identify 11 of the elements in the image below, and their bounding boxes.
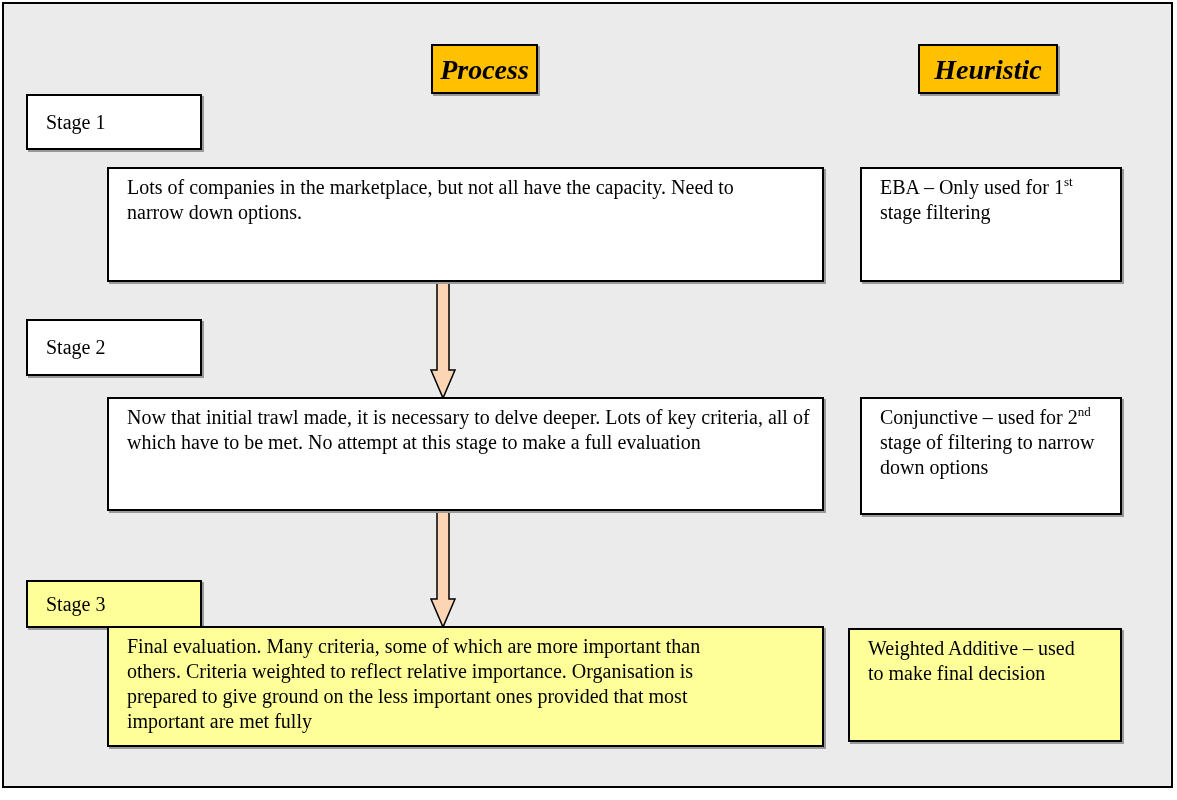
heuristic-box: Weighted Additive – used to make final decision (848, 628, 1122, 742)
process-box: Lots of companies in the marketplace, but not all have the capacity. Need to narrow down options. (107, 167, 824, 282)
heuristic-box: Conjunctive – used for 2$^{nd}$ stage of filtering to narrow down options (860, 397, 1122, 515)
column-header: Process (431, 44, 538, 94)
heuristic-box: EBA – Only used for 1$^{st}$ stage filtering (860, 167, 1122, 282)
stage-label: Stage 3 (26, 580, 202, 628)
stage-label: Stage 1 (26, 94, 202, 150)
process-box: Now that initial trawl made, it is necessary to delve deeper. Lots of key criteria, all of which have to be met. No attempt at this stage to make a full evaluation (107, 397, 824, 511)
process-box: Final evaluation. Many criteria, some of which are more important than others. Criteria weighted to reflect relative importance. Organisation is prepared to give ground on the less important ones provided that most important are met fully (107, 626, 824, 747)
column-header: Heuristic (918, 44, 1058, 94)
stage-label: Stage 2 (26, 319, 202, 376)
